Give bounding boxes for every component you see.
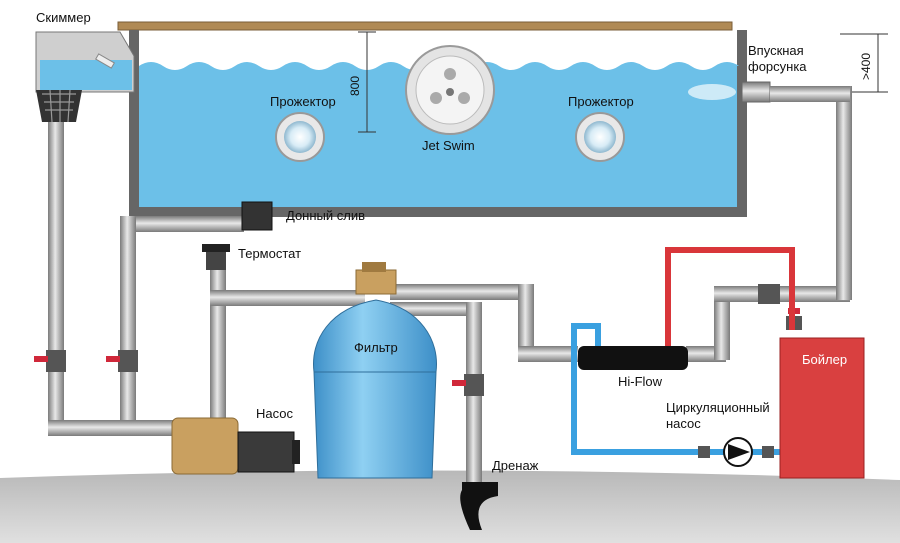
inlet-nozzle-label-1: Впускная	[748, 43, 804, 58]
bottom-drain	[241, 201, 273, 231]
pool-deck	[117, 21, 733, 31]
jet-swim-icon	[405, 45, 495, 135]
spotlight-right-label: Прожектор	[568, 94, 634, 109]
thermostat	[202, 244, 230, 270]
drain-label: Дренаж	[492, 458, 539, 473]
inlet-nozzle	[688, 81, 771, 103]
pool-water	[139, 62, 739, 207]
spotlight-left	[275, 112, 325, 162]
valve-icon[interactable]	[34, 350, 66, 372]
skimmer-label: Скиммер	[36, 10, 91, 25]
boiler-icon	[779, 337, 865, 479]
ground	[0, 470, 900, 543]
pool-basin	[129, 30, 747, 217]
valve-icon[interactable]	[452, 374, 484, 396]
circ-pump-label-1: Циркуляционный	[666, 400, 770, 415]
valve-icon[interactable]	[106, 350, 138, 372]
drain-outlet	[460, 482, 498, 530]
heat-exchanger	[578, 346, 688, 370]
cold-water-pipe	[571, 323, 790, 455]
valve-icon[interactable]	[758, 284, 780, 304]
spotlight-right	[575, 112, 625, 162]
filter-icon	[313, 262, 437, 479]
spotlight-left-label: Прожектор	[270, 94, 336, 109]
nozzle-depth-dimension-label: >400	[859, 53, 873, 80]
bottom-drain-label: Донный слив	[286, 208, 365, 223]
boiler-label: Бойлер	[802, 352, 847, 367]
jet-swim-label: Jet Swim	[422, 138, 475, 153]
thermostat-label: Термостат	[238, 246, 301, 261]
heat-exchanger-label: Hi-Flow	[618, 374, 663, 389]
skimmer	[35, 31, 135, 123]
pump-label: Насос	[256, 406, 293, 421]
pump-icon	[171, 417, 300, 475]
circulation-pump-icon	[698, 437, 774, 467]
inlet-nozzle-label-2: форсунка	[748, 59, 807, 74]
hot-water-pipe	[665, 247, 795, 352]
circ-pump-label-2: насос	[666, 416, 701, 431]
filter-label: Фильтр	[354, 340, 398, 355]
depth-dimension-label: 800	[348, 76, 362, 96]
